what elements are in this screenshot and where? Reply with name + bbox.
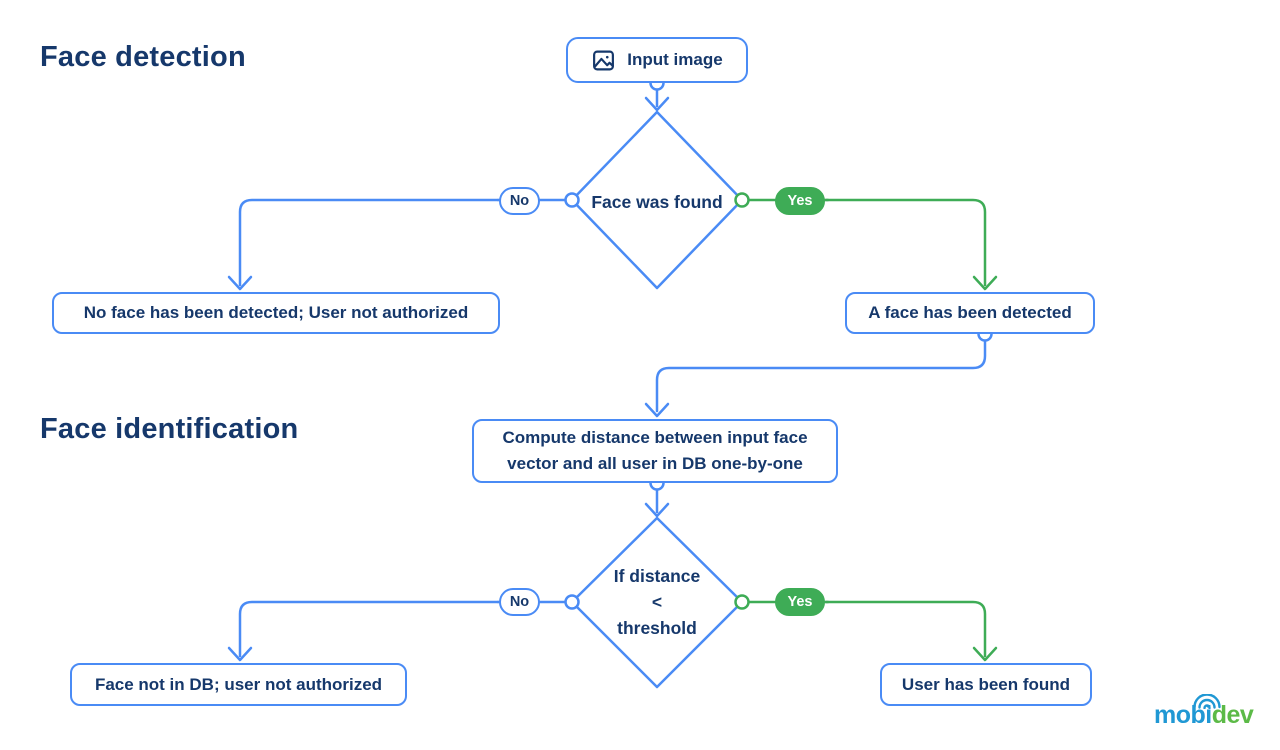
branch-label-yes-1: Yes	[775, 187, 825, 215]
arrowhead-detected-box	[972, 275, 998, 291]
connector-detected-to-compute	[655, 338, 987, 413]
arrowhead-notindb-box	[227, 646, 253, 662]
section-title-face-detection: Face detection	[40, 41, 246, 73]
distance-line2: <	[651, 592, 663, 612]
node-face-detected: A face has been detected	[845, 292, 1095, 334]
branch-label-yes-2: Yes	[775, 588, 825, 616]
node-compute-distance-label: Compute distance between input face vect…	[502, 425, 807, 477]
compute-distance-line1: Compute distance between input face	[502, 428, 808, 447]
connector-yes-to-found-box	[824, 600, 987, 658]
logo-text-mobi: mobi	[1154, 701, 1212, 729]
port-face-found-left	[564, 192, 580, 208]
node-input-image-label: Input image	[627, 50, 723, 69]
branch-label-no-2: No	[499, 588, 540, 616]
logo-wifi-arcs-icon	[1193, 694, 1221, 709]
node-face-not-in-db: Face not in DB; user not authorized	[70, 663, 407, 706]
arrowhead-compute-box	[644, 402, 670, 418]
distance-line1: If distance	[613, 566, 701, 586]
port-distance-right	[734, 594, 750, 610]
image-icon	[593, 50, 615, 70]
node-no-face-detected: No face has been detected; User not auth…	[52, 292, 500, 334]
port-distance-left	[564, 594, 580, 610]
arrowhead-noface-box	[227, 275, 253, 291]
logo-text-dev: dev	[1211, 701, 1254, 729]
compute-distance-line2: vector and all user in DB one-by-one	[507, 454, 803, 473]
mobidev-logo: mobidev	[1154, 701, 1254, 730]
port-face-found-right	[734, 192, 750, 208]
connector-no-to-noface-box	[238, 198, 500, 287]
distance-line3: threshold	[617, 618, 697, 638]
branch-label-no-1: No	[499, 187, 540, 215]
node-compute-distance: Compute distance between input face vect…	[472, 419, 838, 483]
connector-yes-to-detected-box	[824, 198, 987, 287]
connector-no-to-notindb-box	[238, 600, 500, 658]
decision-diamond-distance-threshold	[570, 516, 744, 689]
section-title-face-identification: Face identification	[40, 413, 299, 445]
arrowhead-distance-diamond	[644, 502, 670, 518]
node-input-image: Input image	[566, 37, 748, 83]
decision-diamond-face-found	[570, 110, 744, 290]
decision-face-found-label: Face was found	[591, 192, 723, 212]
decision-distance-threshold-label: If distance < threshold	[572, 563, 742, 641]
arrowhead-found-box	[972, 646, 998, 662]
arrowhead-input-to-face-found	[644, 96, 670, 112]
node-user-found: User has been found	[880, 663, 1092, 706]
